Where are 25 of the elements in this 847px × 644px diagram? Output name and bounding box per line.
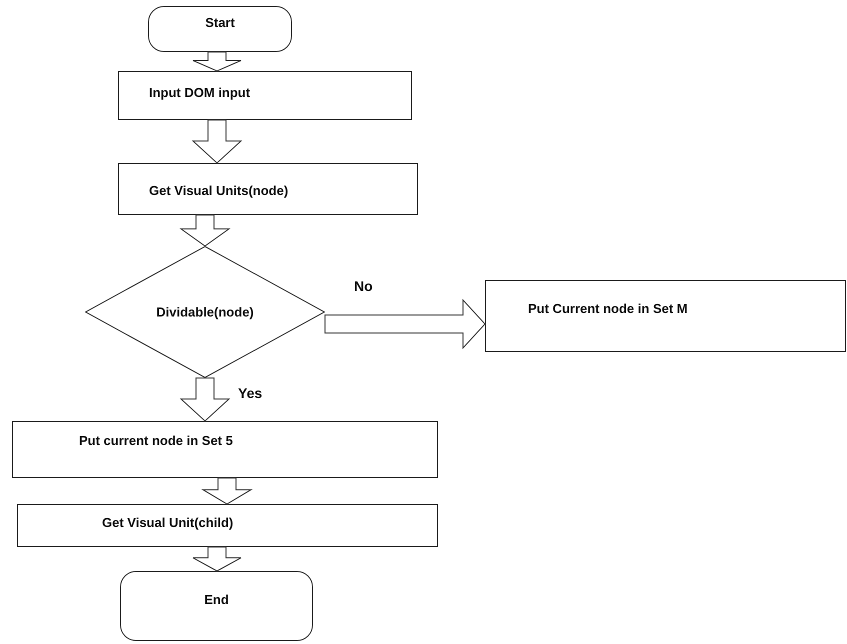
edge-label: Yes xyxy=(236,385,264,401)
block-arrow xyxy=(192,52,242,72)
block-arrow xyxy=(180,378,230,422)
block-arrow xyxy=(192,120,242,164)
node-text: Dividable(node) xyxy=(156,304,254,320)
decision-diamond xyxy=(85,246,325,378)
process-box xyxy=(12,421,438,478)
node-text: Input DOM input xyxy=(149,85,250,100)
process-box xyxy=(485,280,846,352)
process-box xyxy=(17,504,438,547)
terminal-box xyxy=(120,571,313,641)
block-arrow xyxy=(324,298,486,350)
node-text: Put Current node in Set M xyxy=(528,301,688,316)
edge-label: No xyxy=(352,278,375,294)
block-arrow xyxy=(192,546,242,572)
block-arrow xyxy=(179,214,231,247)
node-text: Get Visual Unit(child) xyxy=(102,515,234,530)
process-box xyxy=(118,163,418,215)
block-arrow xyxy=(201,478,253,505)
node-text: Get Visual Units(node) xyxy=(149,183,288,198)
node-text: Start xyxy=(205,15,235,30)
node-text: End xyxy=(204,592,229,607)
node-text: Put current node in Set 5 xyxy=(79,433,233,448)
process-box xyxy=(118,71,412,120)
terminal-box xyxy=(148,6,292,52)
